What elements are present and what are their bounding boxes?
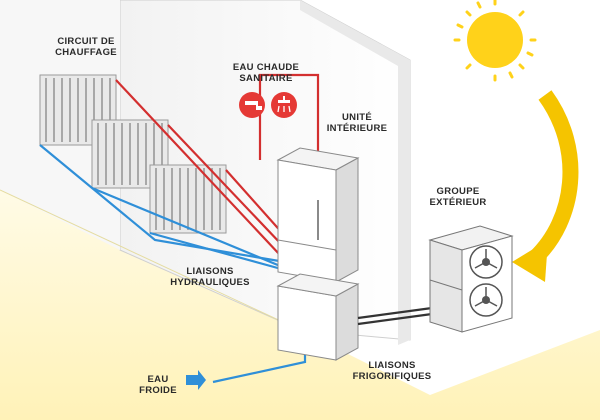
outdoor-unit <box>428 225 514 333</box>
refrigerant-lines <box>357 306 433 326</box>
floor <box>0 190 600 420</box>
radiator-icon <box>91 119 169 189</box>
label-groupe-exterieur: GROUPE EXTÉRIEUR <box>429 186 487 208</box>
fan-icon <box>469 245 503 279</box>
indoor-unit <box>276 147 360 361</box>
flow-arrow-icon <box>186 370 206 390</box>
tap-icon <box>239 92 265 118</box>
label-circuit-chauffage: CIRCUIT DE CHAUFFAGE <box>55 36 117 58</box>
curved-arrow-icon <box>512 90 579 282</box>
floor-edge <box>0 189 301 331</box>
fan-icon <box>469 283 503 317</box>
radiator-icon <box>149 164 227 234</box>
hot-pipe <box>115 73 320 256</box>
wall-edge <box>300 0 410 345</box>
sun-icon <box>453 0 537 82</box>
label-liaisons-hydrauliques: LIAISONS HYDRAULIQUES <box>170 266 250 288</box>
label-eau-chaude-sanitaire: EAU CHAUDE SANITAIRE <box>232 62 300 84</box>
label-eau-froide: EAU FROIDE <box>139 374 177 396</box>
shower-icon <box>271 92 297 118</box>
label-liaisons-frigorifiques: LIAISONS FRIGORIFIQUES <box>352 360 432 382</box>
label-unite-interieure: UNITÉ INTÉRIEURE <box>326 112 388 134</box>
